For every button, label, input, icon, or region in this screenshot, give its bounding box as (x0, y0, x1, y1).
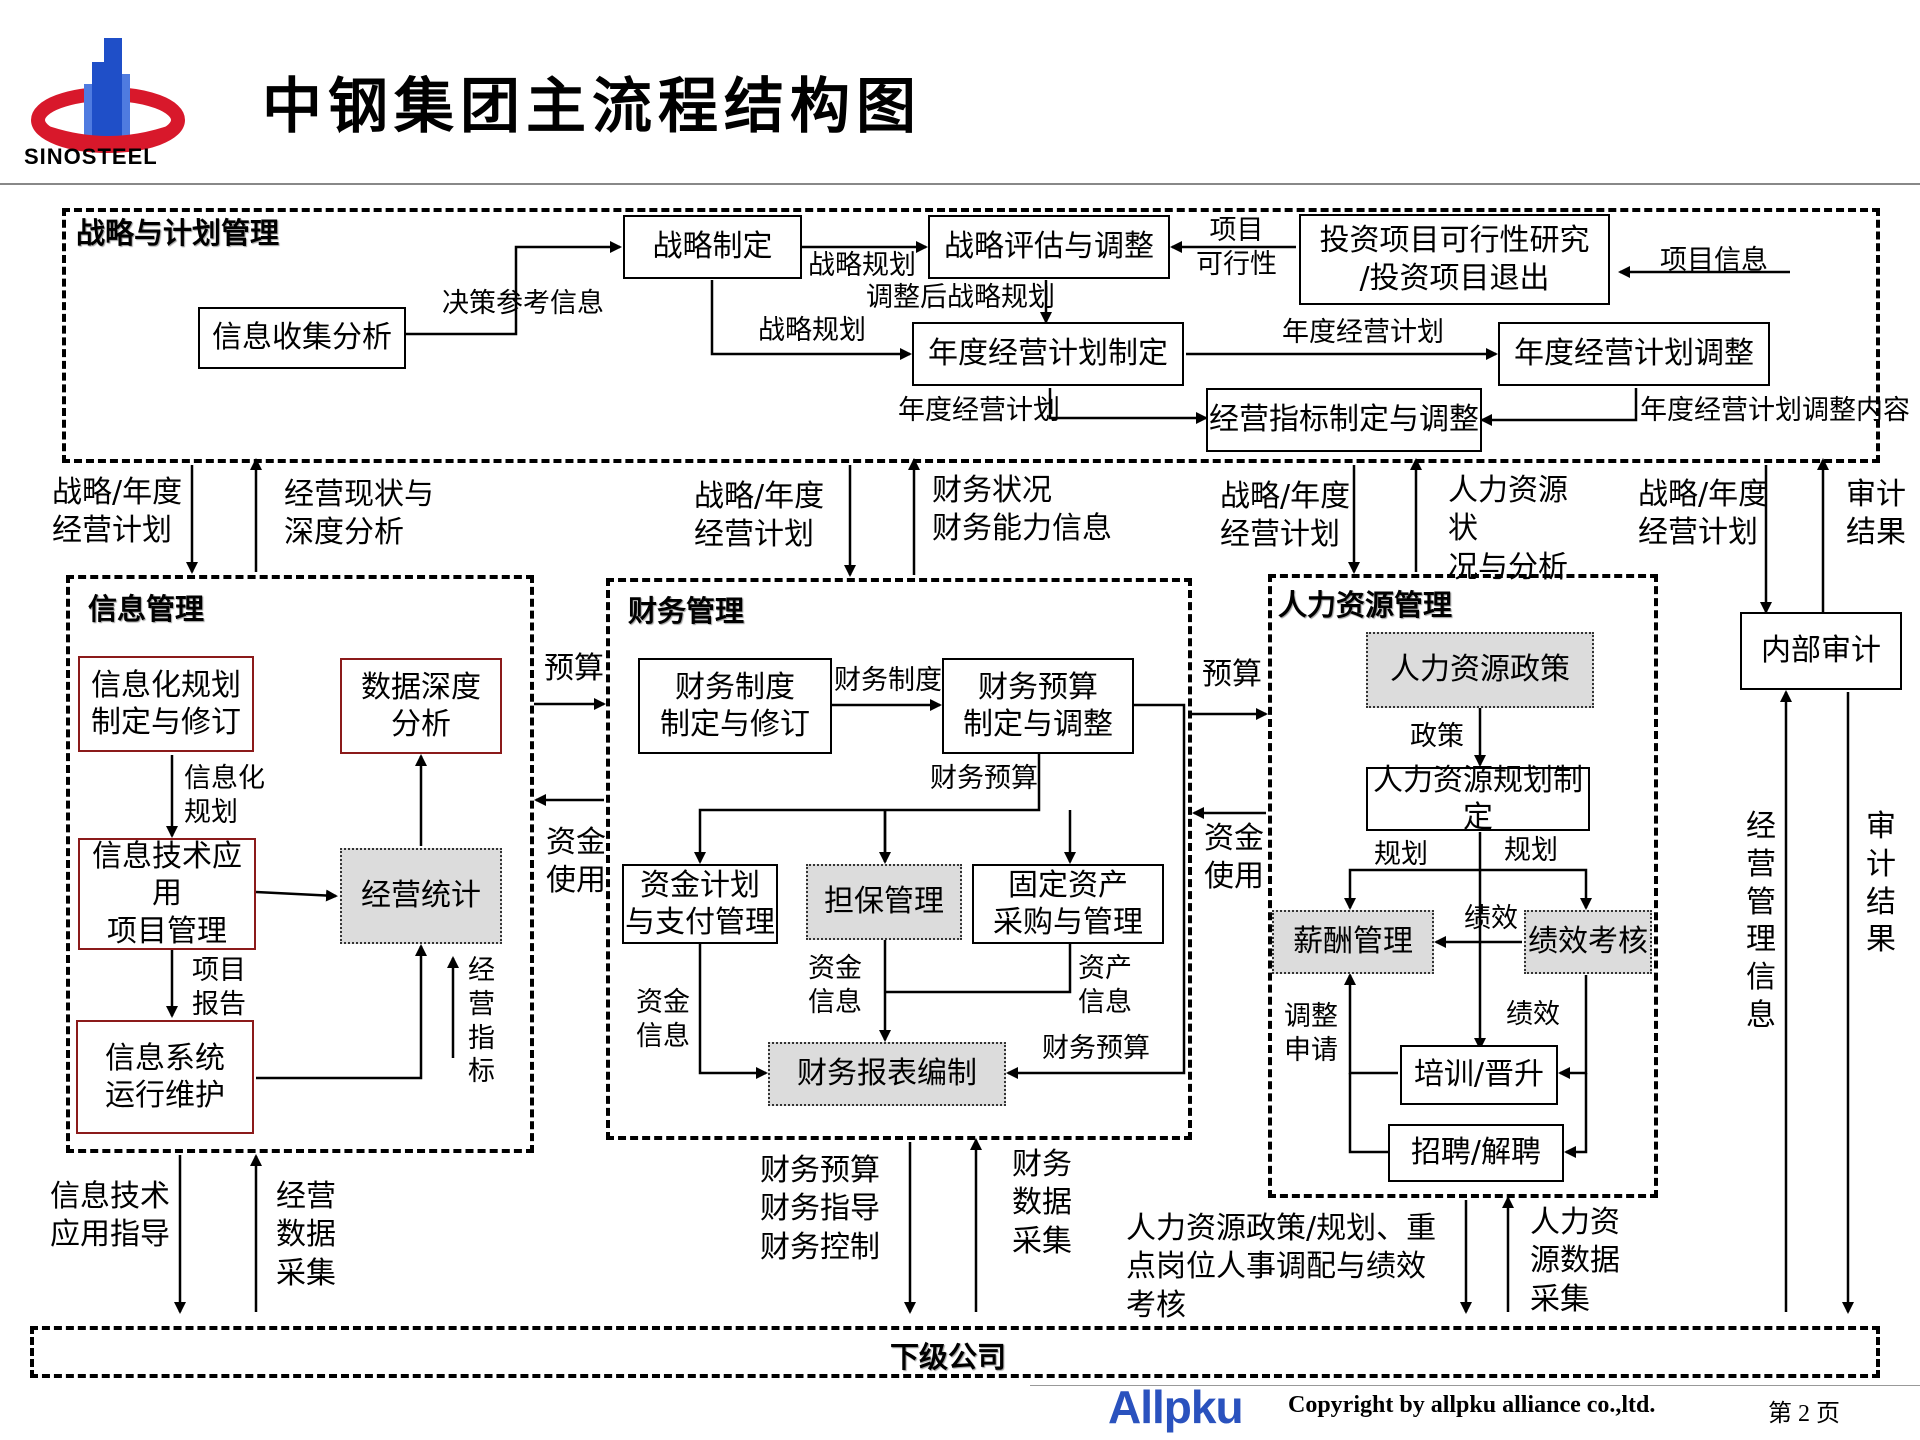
box-training: 培训/晋升 (1400, 1045, 1558, 1105)
box-fin-policy: 财务制度 制定与修订 (638, 658, 832, 754)
region-info-label: 信息管理 (88, 592, 205, 626)
label-it-guidance: 信息技术 应用指导 (50, 1179, 170, 1253)
label-it-plan: 信息化 规划 (184, 763, 265, 828)
label-perf-link: 绩效 (1464, 903, 1518, 934)
box-it-plan: 信息化规划 制定与修订 (78, 656, 254, 752)
box-strategy-eval: 战略评估与调整 (928, 215, 1170, 279)
label-perf-link2: 绩效 (1506, 999, 1560, 1030)
box-guarantee: 担保管理 (806, 864, 962, 940)
label-up-audit: 审计 结果 (1846, 477, 1906, 551)
box-fixed-asset: 固定资产 采购与管理 (972, 864, 1164, 944)
box-biz-stats: 经营统计 (340, 848, 502, 944)
region-strategy (62, 208, 1880, 463)
allpku-logo: Allpku (1108, 1381, 1244, 1433)
region-subsidiary (30, 1326, 1880, 1378)
label-adjust-content: 年度经营计划调整内容 (1640, 395, 1910, 426)
box-invest: 投资项目可行性研究 /投资项目退出 (1299, 214, 1610, 305)
label-down-audit: 战略/年度 经营计划 (1638, 477, 1769, 551)
label-fund-info-a: 资金 信息 (808, 953, 862, 1018)
label-fund-info-b: 资金 信息 (636, 987, 690, 1052)
label-strategic-plan-a: 战略规划 (808, 250, 916, 281)
box-it-project: 信息技术应用 项目管理 (78, 838, 256, 950)
label-asset-info: 资产 信息 (1078, 953, 1132, 1018)
box-audit: 内部审计 (1740, 612, 1902, 690)
label-fin-control: 财务预算 财务指导 财务控制 (760, 1153, 880, 1265)
box-annual-plan: 年度经营计划制定 (912, 322, 1184, 386)
box-annual-adjust: 年度经营计划调整 (1498, 322, 1770, 386)
label-fund-use-right: 资金 使用 (1204, 821, 1264, 895)
label-feasibility: 项目 可行性 (1196, 215, 1277, 280)
page-number: 第 2 页 (1768, 1401, 1840, 1427)
label-planning-b: 规划 (1504, 835, 1558, 866)
label-audit-result-v: 审 计 结 果 (1866, 809, 1896, 958)
label-biz-indicator: 经 营 指 标 (468, 955, 495, 1088)
label-biz-mgmt-info: 经 营 管 理 信 息 (1746, 809, 1776, 1033)
label-project-info: 项目信息 (1660, 245, 1768, 276)
region-subsidiary-label: 下级公司 (890, 1340, 1007, 1374)
copyright-text: Copyright by allpku alliance co.,ltd. (1288, 1392, 1656, 1418)
label-adjusted-plan: 调整后战略规划 (866, 282, 1055, 313)
box-hr-plan: 人力资源规划制定 (1366, 763, 1590, 835)
label-up-fin: 财务状况 财务能力信息 (932, 473, 1112, 547)
box-kpi: 经营指标制定与调整 (1206, 388, 1482, 452)
region-info (66, 575, 534, 1153)
label-planning-a: 规划 (1374, 839, 1428, 870)
label-hr-policy-down: 人力资源政策/规划、重 点岗位人事调配与绩效 考核 (1126, 1211, 1437, 1323)
region-hr-label: 人力资源管理 (1278, 588, 1453, 622)
label-biz-data-collect: 经营 数据 采集 (276, 1179, 336, 1291)
label-hr-data-collect: 人力资 源数据 采集 (1530, 1205, 1620, 1317)
label-budget-right: 预算 (1202, 657, 1262, 692)
region-finance (606, 578, 1192, 1140)
logo-text: SINOSTEEL (24, 144, 158, 169)
label-decision-ref: 决策参考信息 (442, 288, 604, 319)
label-down-hr: 战略/年度 经营计划 (1220, 479, 1351, 553)
region-strategy-label: 战略与计划管理 (76, 216, 280, 250)
label-up-hr: 人力资源 状 况与分析 (1448, 473, 1568, 585)
box-fund-plan: 资金计划 与支付管理 (622, 864, 778, 944)
box-strategy-make: 战略制定 (623, 215, 802, 279)
region-finance-label: 财务管理 (628, 594, 745, 628)
label-up-info: 经营现状与 深度分析 (284, 477, 434, 551)
box-it-ops: 信息系统 运行维护 (76, 1020, 254, 1134)
label-fin-budget-link: 财务预算 (930, 763, 1038, 794)
region-hr (1268, 574, 1658, 1198)
box-hr-policy: 人力资源政策 (1366, 632, 1594, 708)
page-title: 中钢集团主流程结构图 (262, 72, 922, 142)
box-salary: 薪酬管理 (1272, 910, 1434, 974)
box-fin-report: 财务报表编制 (768, 1042, 1006, 1106)
box-info-collect: 信息收集分析 (198, 307, 406, 369)
label-down-fin: 战略/年度 经营计划 (694, 479, 825, 553)
label-down-info: 战略/年度 经营计划 (52, 475, 183, 549)
label-fin-budget-right: 财务预算 (1042, 1033, 1150, 1064)
label-fund-use-left: 资金 使用 (546, 825, 606, 899)
label-annual-plan-link: 年度经营计划 (1282, 317, 1444, 348)
label-strategic-plan-b: 战略规划 (758, 315, 866, 346)
label-fin-data-collect: 财务 数据 采集 (1012, 1147, 1072, 1259)
box-fin-budget: 财务预算 制定与调整 (942, 658, 1134, 754)
box-data-analysis: 数据深度 分析 (340, 658, 502, 754)
sinosteel-logo (18, 34, 198, 174)
box-recruit: 招聘/解聘 (1388, 1124, 1564, 1182)
label-adjust-request: 调整 申请 (1284, 1001, 1338, 1066)
label-fin-policy-link: 财务制度 (834, 665, 942, 696)
label-annual-plan-to-kpi: 年度经营计划 (898, 395, 1060, 426)
label-policy: 政策 (1410, 721, 1464, 752)
label-budget-left: 预算 (544, 651, 604, 686)
label-project-report: 项目 报告 (192, 955, 246, 1020)
footer-divider (1030, 1385, 1920, 1386)
box-perf: 绩效考核 (1524, 910, 1652, 974)
header-divider (0, 183, 1920, 185)
